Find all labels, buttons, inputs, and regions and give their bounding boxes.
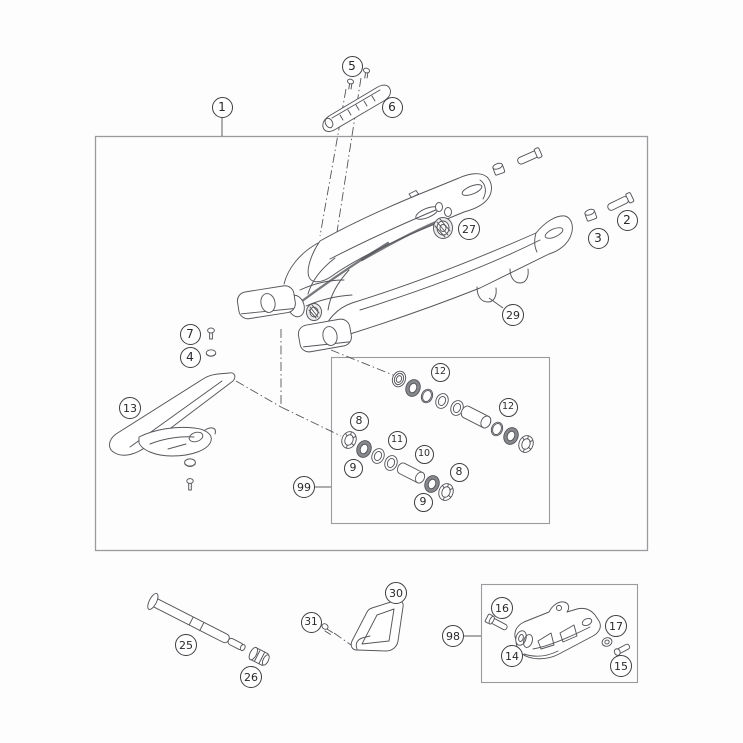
axle-nut	[248, 646, 270, 666]
callout-2[interactable]: 2	[616, 209, 638, 231]
callout-9[interactable]: 9	[343, 458, 363, 478]
chain-guide	[514, 601, 601, 660]
assembly-lines	[235, 77, 394, 646]
guide-bolt-16	[484, 613, 508, 631]
callout-98[interactable]: 98	[442, 625, 464, 647]
callout-15[interactable]: 15	[610, 655, 632, 677]
bearing-kit-box	[330, 356, 551, 525]
callout-12[interactable]: 12	[430, 362, 450, 382]
collar-nut-upper	[492, 162, 506, 176]
callout-25[interactable]: 25	[175, 634, 197, 656]
callout-10[interactable]: 10	[414, 444, 434, 464]
callout-26[interactable]: 26	[240, 666, 262, 688]
callout-16[interactable]: 16	[491, 597, 513, 619]
callout-29[interactable]: 29	[502, 304, 524, 326]
callout-31[interactable]: 31	[300, 611, 322, 633]
callout-27[interactable]: 27	[458, 218, 480, 240]
front-chain-roller	[306, 303, 322, 321]
callout-1[interactable]: 1	[211, 96, 233, 118]
callout-99[interactable]: 99	[293, 476, 315, 498]
chain-guide-kit-box	[480, 583, 639, 684]
screw-7	[207, 327, 215, 340]
callout-17[interactable]: 17	[605, 615, 627, 637]
callout-9-2[interactable]: 9	[413, 492, 433, 512]
guide-bolt-15	[613, 643, 631, 656]
guide-washer-17	[601, 637, 613, 647]
bearing-kit-parts	[338, 368, 537, 504]
cap-under-slider	[184, 458, 196, 467]
chain-slider	[109, 372, 236, 457]
callout-30[interactable]: 30	[385, 582, 407, 604]
main-frame	[94, 135, 649, 552]
callout-14[interactable]: 14	[501, 645, 523, 667]
callout-4[interactable]: 4	[179, 346, 201, 368]
collar-screw-2	[607, 192, 635, 211]
bracket-screw	[321, 623, 333, 635]
callout-6[interactable]: 6	[381, 96, 403, 118]
cap-4	[205, 349, 217, 357]
swingarm	[236, 173, 573, 353]
collar-screw-upper	[517, 147, 543, 165]
callout-12-2[interactable]: 12	[498, 397, 518, 417]
slider-screw-b	[362, 67, 371, 79]
chain-roller	[433, 217, 453, 239]
callout-11[interactable]: 11	[387, 430, 407, 450]
slider-screw-a	[346, 78, 355, 90]
callout-7[interactable]: 7	[179, 323, 201, 345]
callout-5[interactable]: 5	[341, 55, 363, 77]
callout-8[interactable]: 8	[349, 411, 369, 431]
collar-nut-3	[584, 208, 598, 222]
callout-13[interactable]: 13	[119, 397, 141, 419]
rear-axle	[147, 592, 246, 652]
screw-under-slider	[186, 478, 194, 491]
holder-bracket	[350, 599, 404, 652]
chain-sliding-piece-top	[322, 84, 391, 132]
callout-8-2[interactable]: 8	[449, 462, 469, 482]
callout-leader-lines	[221, 118, 523, 649]
callout-3[interactable]: 3	[587, 227, 609, 249]
